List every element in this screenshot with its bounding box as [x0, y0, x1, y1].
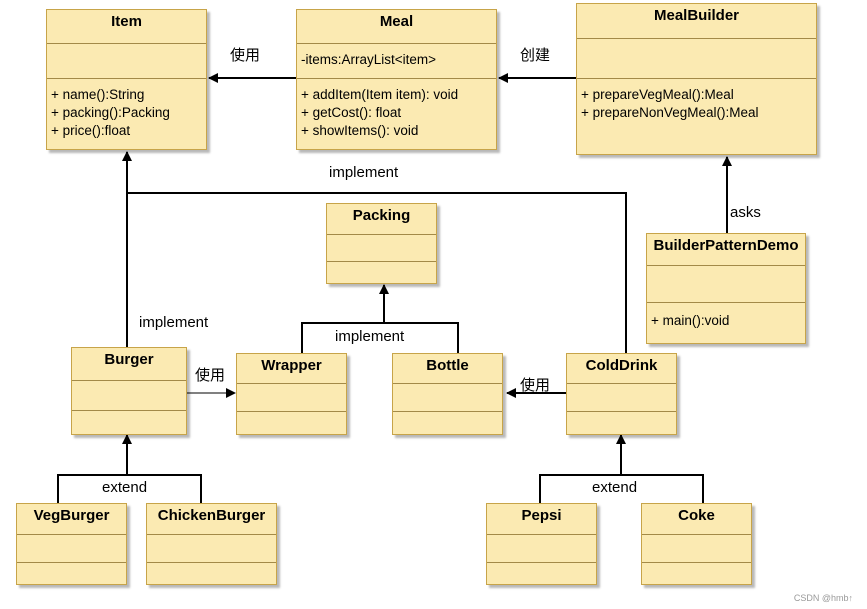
- class-pepsi[interactable]: Pepsi: [486, 503, 597, 585]
- label-use-wrapper: 使用: [195, 367, 226, 384]
- method: + showItems(): void: [301, 123, 419, 138]
- methods-section: [487, 562, 596, 584]
- class-packing[interactable]: Packing: [326, 203, 437, 284]
- class-name: ChickenBurger: [157, 507, 266, 524]
- attributes-section: [17, 534, 126, 562]
- class-builderpatterndemo[interactable]: BuilderPatternDemo + main():void: [646, 233, 806, 344]
- class-name: VegBurger: [33, 507, 110, 524]
- methods-section: [393, 411, 502, 434]
- method: + prepareVegMeal():Meal: [581, 87, 734, 102]
- class-name: Wrapper: [261, 357, 322, 374]
- attributes-section: [237, 383, 346, 411]
- attributes-section: [642, 534, 751, 562]
- methods-section: [642, 562, 751, 584]
- attributes-section: [567, 383, 676, 411]
- class-mealbuilder[interactable]: MealBuilder + prepareVegMeal():Meal + pr…: [576, 3, 817, 155]
- attributes-section: [577, 38, 816, 78]
- class-name: Burger: [104, 351, 154, 368]
- attributes-section: [393, 383, 502, 411]
- class-coke[interactable]: Coke: [641, 503, 752, 585]
- edge-burgers-extend-burger: [57, 474, 202, 503]
- methods-section: [567, 411, 676, 434]
- attributes-section: [147, 534, 276, 562]
- label-implement-burger: implement: [139, 314, 209, 331]
- methods-section: [72, 410, 186, 434]
- attributes-section: [647, 265, 805, 302]
- methods-section: [147, 562, 276, 584]
- method: + main():void: [651, 313, 730, 328]
- methods-section: + main():void: [647, 302, 805, 332]
- class-name: MealBuilder: [653, 7, 740, 24]
- attributes-section: [47, 43, 206, 78]
- class-burger[interactable]: Burger: [71, 347, 187, 435]
- class-name: ColdDrink: [585, 357, 658, 374]
- attributes-section: -items:ArrayList<item>: [297, 43, 496, 78]
- class-item[interactable]: Item + name():String + packing():Packing…: [46, 9, 207, 150]
- label-extend-drink: extend: [592, 479, 638, 496]
- class-vegburger[interactable]: VegBurger: [16, 503, 127, 585]
- watermark: CSDN @hmb↑: [793, 593, 853, 603]
- edge-colddrink-implements-item: [127, 192, 627, 353]
- methods-section: + addItem(Item item): void + getCost(): …: [297, 78, 496, 142]
- class-colddrink[interactable]: ColdDrink: [566, 353, 677, 435]
- label-create: 创建: [520, 47, 551, 64]
- label-asks: asks: [730, 204, 761, 221]
- method: + addItem(Item item): void: [301, 87, 459, 102]
- label-implement-packing: implement: [335, 328, 405, 345]
- edge-wrapper-implements-packing: [301, 322, 459, 353]
- methods-section: [17, 562, 126, 584]
- class-name: Packing: [352, 207, 411, 224]
- label-use-item: 使用: [230, 47, 261, 64]
- method: + getCost(): float: [301, 105, 402, 120]
- label-use-bottle: 使用: [520, 377, 551, 394]
- methods-section: + name():String + packing():Packing + pr…: [47, 78, 206, 142]
- label-extend-burger: extend: [102, 479, 148, 496]
- methods-section: [327, 261, 436, 283]
- class-wrapper[interactable]: Wrapper: [236, 353, 347, 435]
- class-meal[interactable]: Meal -items:ArrayList<item> + addItem(It…: [296, 9, 497, 150]
- class-name: Pepsi: [521, 507, 562, 524]
- methods-section: [237, 411, 346, 434]
- attributes-section: [327, 234, 436, 261]
- label-implement-top: implement: [329, 164, 399, 181]
- class-name: Bottle: [426, 357, 469, 374]
- class-name: Meal: [379, 13, 414, 30]
- class-name: Coke: [678, 507, 715, 524]
- method: + packing():Packing: [51, 105, 170, 120]
- attributes-section: [487, 534, 596, 562]
- attributes-section: [72, 380, 186, 410]
- methods-section: + prepareVegMeal():Meal + prepareNonVegM…: [577, 78, 816, 124]
- attribute: -items:ArrayList<item>: [301, 52, 437, 67]
- class-chickenburger[interactable]: ChickenBurger: [146, 503, 277, 585]
- class-bottle[interactable]: Bottle: [392, 353, 503, 435]
- class-name: BuilderPatternDemo: [653, 237, 799, 254]
- method: + price():float: [51, 123, 131, 138]
- method: + prepareNonVegMeal():Meal: [581, 105, 759, 120]
- method: + name():String: [51, 87, 145, 102]
- class-name: Item: [111, 13, 142, 30]
